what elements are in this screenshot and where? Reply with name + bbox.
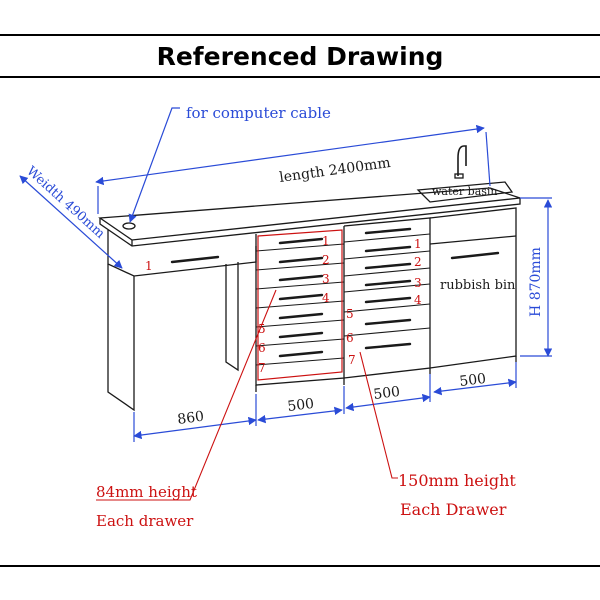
drawer-number-left-1: 1	[322, 234, 330, 248]
label-height: H 870mm	[528, 247, 544, 317]
note-84mm-line1: 84mm height	[96, 483, 197, 501]
label-dim-500-a: 500	[287, 396, 315, 415]
label-rubbish-bin: rubbish bin	[440, 278, 516, 293]
red-callouts	[96, 289, 398, 501]
right-drawer-handles	[364, 227, 412, 350]
leader-84mm	[96, 289, 277, 501]
cable-hole	[122, 222, 136, 230]
drawer-number-left-3: 3	[322, 272, 330, 286]
page-title: Referenced Drawing	[156, 41, 444, 71]
left-drawers	[255, 243, 345, 366]
drawer-number-left-5: 5	[258, 322, 266, 336]
desk-drawer-handle	[170, 255, 220, 264]
label-water-basin: water basin	[432, 185, 498, 198]
faucet	[457, 145, 467, 176]
right-drawer-column	[343, 217, 431, 379]
label-width: Weidth 490mm	[23, 164, 107, 242]
drawer-highlight-box	[257, 229, 343, 381]
drawer-number-left-7: 7	[258, 361, 266, 375]
drawer-number-right-2: 2	[414, 255, 422, 269]
note-150mm-line2: Each Drawer	[400, 500, 507, 519]
label-dim-500-b: 500	[373, 384, 401, 403]
leader-150mm	[359, 351, 398, 479]
drawer-number-right-7: 7	[348, 353, 356, 367]
label-dim-860: 860	[176, 409, 205, 428]
width-dim	[19, 175, 123, 269]
desk-drawer-number: 1	[145, 259, 153, 273]
label-length: length 2400mm	[278, 155, 391, 186]
bottom-rule	[0, 565, 600, 567]
drawer-number-left-6: 6	[258, 341, 266, 355]
drawer-numbers-right: 1 2 3 4 5 6 7	[346, 237, 422, 367]
desk-apron	[107, 230, 257, 277]
dim-500-c	[433, 378, 517, 396]
middle-support	[225, 262, 239, 372]
label-computer-cable: for computer cable	[186, 104, 331, 122]
dim-860	[133, 416, 257, 440]
rubbish-bin-cabinet	[429, 207, 517, 369]
title-bar: Referenced Drawing	[0, 34, 600, 78]
bin-door-handle	[450, 251, 500, 260]
drawer-number-right-4: 4	[414, 293, 422, 307]
drawer-numbers-left: 1 2 3 4 5 6 7	[258, 234, 330, 375]
label-dim-500-c: 500	[459, 371, 487, 390]
left-drawer-column	[255, 226, 345, 386]
note-84mm-line2: Each drawer	[96, 512, 194, 530]
drawer-number-right-1: 1	[414, 237, 422, 251]
drawer-number-right-6: 6	[346, 331, 354, 345]
right-drawers	[343, 233, 431, 337]
drawer-number-right-5: 5	[346, 307, 354, 321]
blue-callouts	[19, 107, 553, 442]
drawer-number-right-3: 3	[414, 276, 422, 290]
left-leg-panel	[107, 264, 135, 412]
length-dim	[95, 124, 485, 186]
note-150mm-line1: 150mm height	[398, 471, 516, 490]
dim-500-a	[257, 406, 343, 424]
left-drawer-handles	[278, 237, 324, 358]
cable-leader	[128, 107, 180, 223]
drawer-number-left-2: 2	[322, 253, 330, 267]
dim-500-b	[345, 393, 431, 412]
drawer-number-left-4: 4	[322, 291, 330, 305]
